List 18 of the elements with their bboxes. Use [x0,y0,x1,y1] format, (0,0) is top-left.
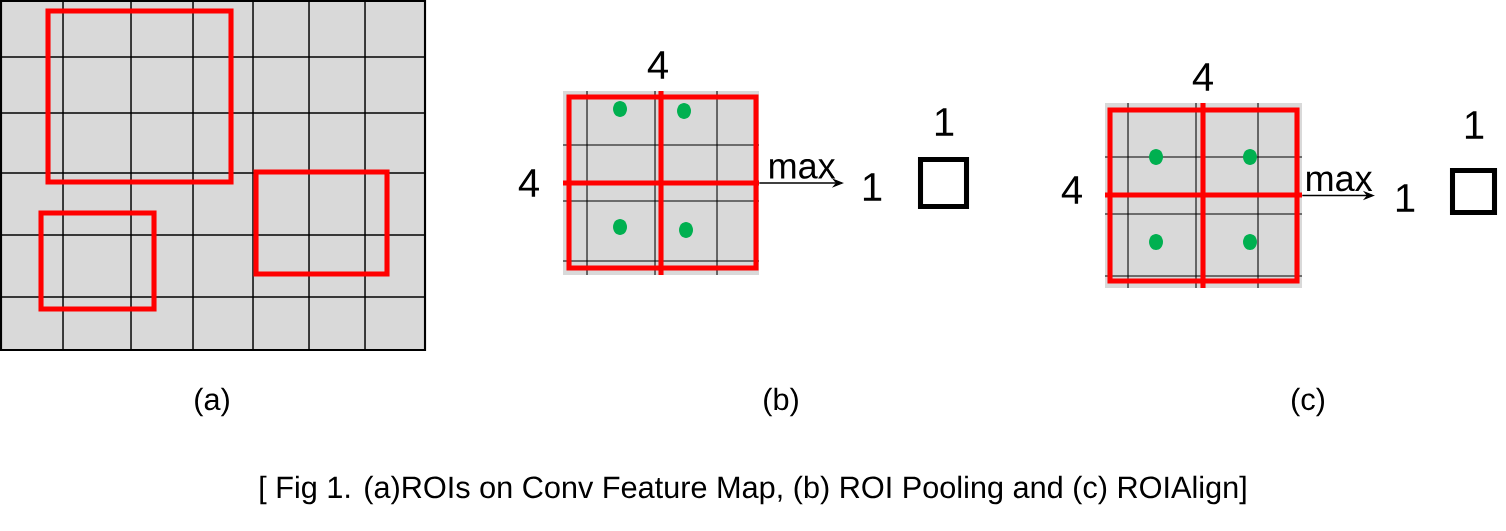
dimension-label: 4 [1061,176,1082,204]
panel-label: (a) [195,387,229,417]
dimension-label: 4 [1192,63,1213,91]
output-cell [1449,167,1498,216]
roi-grid-drawing [1104,102,1303,289]
dimension-label: 1 [863,173,882,201]
dimension-label: 1 [935,108,954,136]
dimension-label: 4 [647,51,668,79]
roi-grid-drawing [562,90,760,276]
dimension-label: 1 [1396,184,1415,212]
dimension-label: 4 [518,169,539,197]
panel-label: (b) [764,387,798,417]
edge-label: max [770,159,836,179]
output-cell [917,156,970,210]
panel-label: (c) [1292,387,1324,417]
dimension-label: 1 [1465,111,1484,139]
edge-label: max [1307,171,1373,192]
caption: [ Fig 1. (a)ROIs on Conv Feature Map, (b) ROI Pooling and (c) ROIAlign] [260,475,1246,505]
